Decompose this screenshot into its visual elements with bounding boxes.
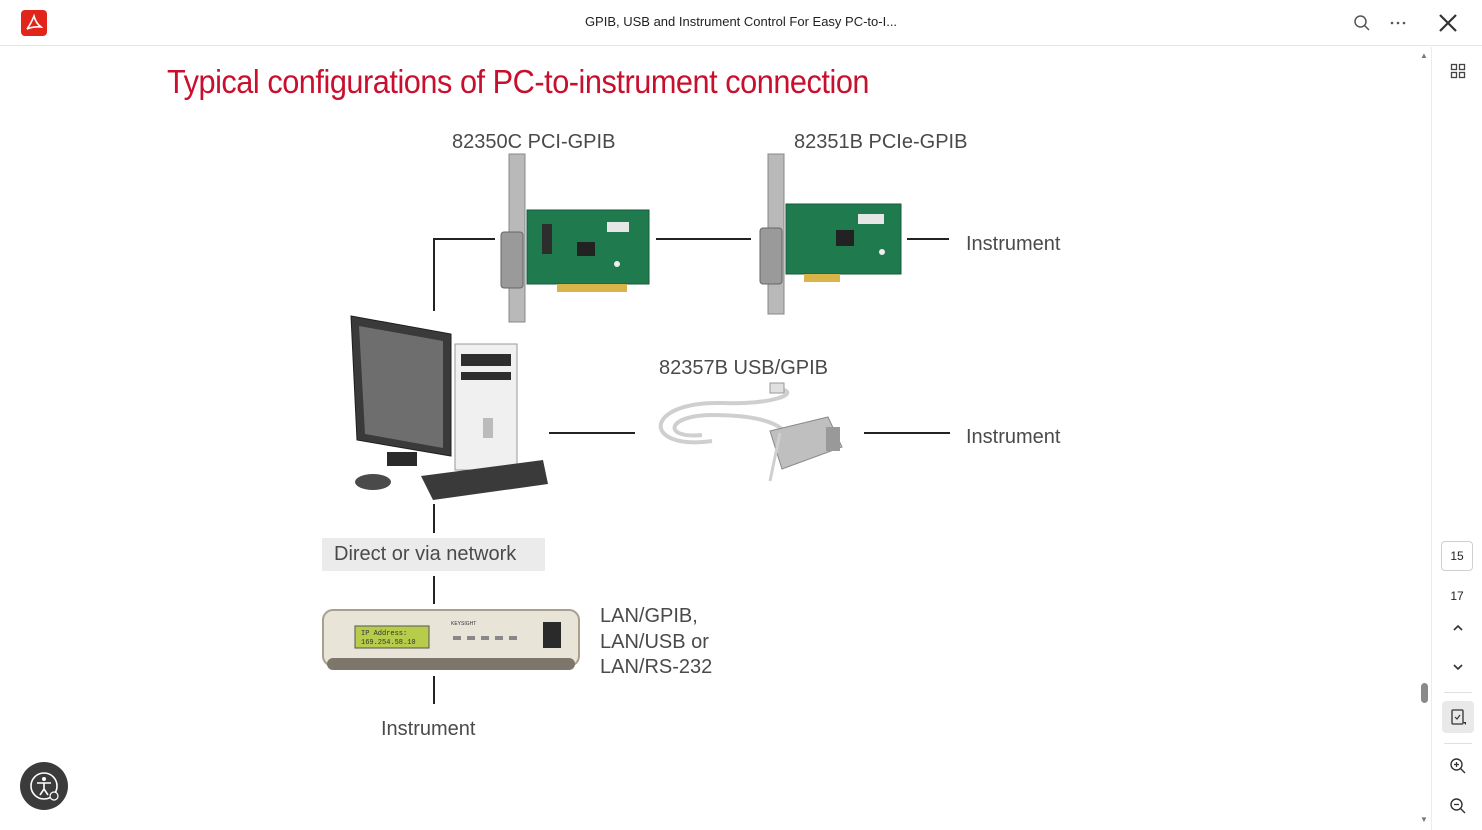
connector-pci-to-pcie	[656, 238, 751, 240]
instrument-bottom-label: Instrument	[381, 718, 476, 740]
connector-lan-to-instrument	[433, 676, 435, 704]
instrument-mid-label: Instrument	[966, 426, 1061, 448]
zoom-in-button[interactable]	[1442, 750, 1474, 782]
connector-network-to-lan	[433, 576, 435, 604]
lan-gateway-device-image: IP Address: 169.254.58.10 KEYSIGHT	[322, 609, 580, 670]
connector-pcie-to-instrument	[907, 238, 949, 240]
connector-pc-to-pci-horizontal	[433, 238, 495, 240]
connector-pc-to-network	[433, 504, 435, 533]
pcie-card-label: 82351B PCIe-GPIB	[794, 131, 968, 153]
network-label: Direct or via network	[334, 543, 517, 565]
accessibility-button[interactable]	[20, 762, 68, 810]
lan-display-line2: 169.254.58.10	[361, 639, 416, 647]
previous-page-button[interactable]	[1442, 612, 1474, 644]
close-button[interactable]	[1433, 8, 1463, 38]
next-page-button[interactable]	[1442, 651, 1474, 683]
network-label-box: Direct or via network	[322, 538, 545, 571]
pcie-gpib-card-image	[759, 153, 902, 315]
right-tool-rail: 15 17	[1431, 47, 1482, 830]
document-viewer[interactable]: Typical configurations of PC-to-instrume…	[0, 47, 1430, 830]
zoom-in-icon	[1450, 758, 1466, 774]
rail-divider	[1444, 692, 1472, 693]
thumbnails-button[interactable]	[1442, 55, 1474, 87]
close-icon	[1439, 14, 1457, 32]
search-button[interactable]	[1347, 8, 1377, 38]
usb-adapter-label: 82357B USB/GPIB	[659, 357, 828, 379]
scroll-thumb[interactable]	[1421, 683, 1428, 703]
lan-label-line3: LAN/RS-232	[600, 656, 713, 678]
more-options-icon	[1390, 21, 1406, 25]
lan-device-brand: KEYSIGHT	[451, 621, 476, 627]
connector-pc-to-pci-vertical	[433, 238, 435, 311]
usb-gpib-adapter-image	[658, 382, 843, 482]
instrument-top-label: Instrument	[966, 233, 1061, 255]
grid-icon	[1450, 63, 1466, 79]
connector-pc-to-usb	[549, 432, 635, 434]
pci-gpib-card-image	[500, 153, 650, 323]
lan-label-line1: LAN/GPIB,	[600, 605, 698, 627]
pc-computer-image	[350, 315, 548, 500]
rail-divider-2	[1444, 743, 1472, 744]
zoom-out-button[interactable]	[1442, 790, 1474, 822]
document-title: GPIB, USB and Instrument Control For Eas…	[584, 14, 898, 29]
more-options-button[interactable]	[1383, 8, 1413, 38]
connector-usb-to-instrument	[864, 432, 950, 434]
document-scrollbar[interactable]: ▲ ▼	[1418, 47, 1430, 830]
search-icon	[1354, 15, 1370, 31]
slide-title: Typical configurations of PC-to-instrume…	[167, 63, 870, 100]
pci-card-label: 82350C PCI-GPIB	[452, 131, 616, 153]
zoom-out-icon	[1450, 798, 1466, 814]
lan-display-line1: IP Address:	[361, 630, 407, 638]
chevron-up-icon	[1453, 624, 1463, 631]
lan-gateway-label: LAN/GPIB, LAN/USB or LAN/RS-232	[600, 604, 712, 681]
scroll-up-arrow-icon[interactable]: ▲	[1420, 51, 1428, 60]
scroll-down-arrow-icon[interactable]: ▼	[1420, 815, 1428, 824]
total-pages: 17	[1450, 589, 1464, 603]
current-page-input[interactable]: 15	[1441, 541, 1473, 571]
chevron-down-icon	[1453, 664, 1463, 671]
page-fit-button[interactable]	[1442, 701, 1474, 733]
page-fit-icon	[1451, 709, 1466, 725]
accessibility-icon	[30, 772, 59, 801]
title-bar: GPIB, USB and Instrument Control For Eas…	[0, 0, 1482, 46]
lan-label-line2: LAN/USB or	[600, 630, 709, 653]
acrobat-logo-icon	[21, 10, 47, 36]
